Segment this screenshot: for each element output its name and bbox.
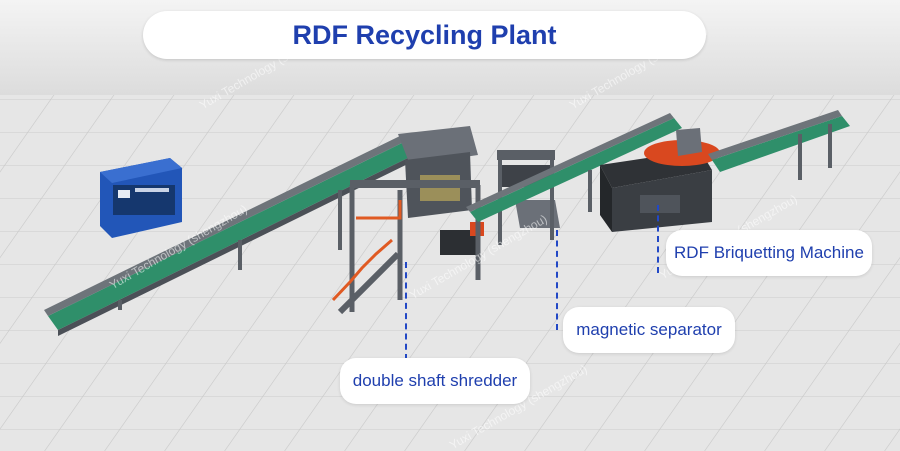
- middle-conveyor: [466, 113, 682, 222]
- label-double-shaft-shredder: double shaft shredder: [340, 358, 530, 404]
- shredder-leader-line: [405, 262, 407, 360]
- label-magnetic-separator: magnetic separator: [563, 307, 735, 353]
- main-conveyor: [44, 134, 420, 336]
- output-conveyor: [708, 110, 850, 180]
- magnetic-leader-line: [556, 230, 558, 330]
- label-briquetting-machine: RDF Briquetting Machine: [666, 230, 872, 276]
- control-cabinet: [100, 158, 182, 238]
- briquetting-leader-line: [657, 205, 659, 273]
- shredder-unit: [331, 126, 484, 315]
- briquetting-machine-unit: [600, 128, 720, 232]
- page-title: RDF Recycling Plant: [143, 11, 706, 59]
